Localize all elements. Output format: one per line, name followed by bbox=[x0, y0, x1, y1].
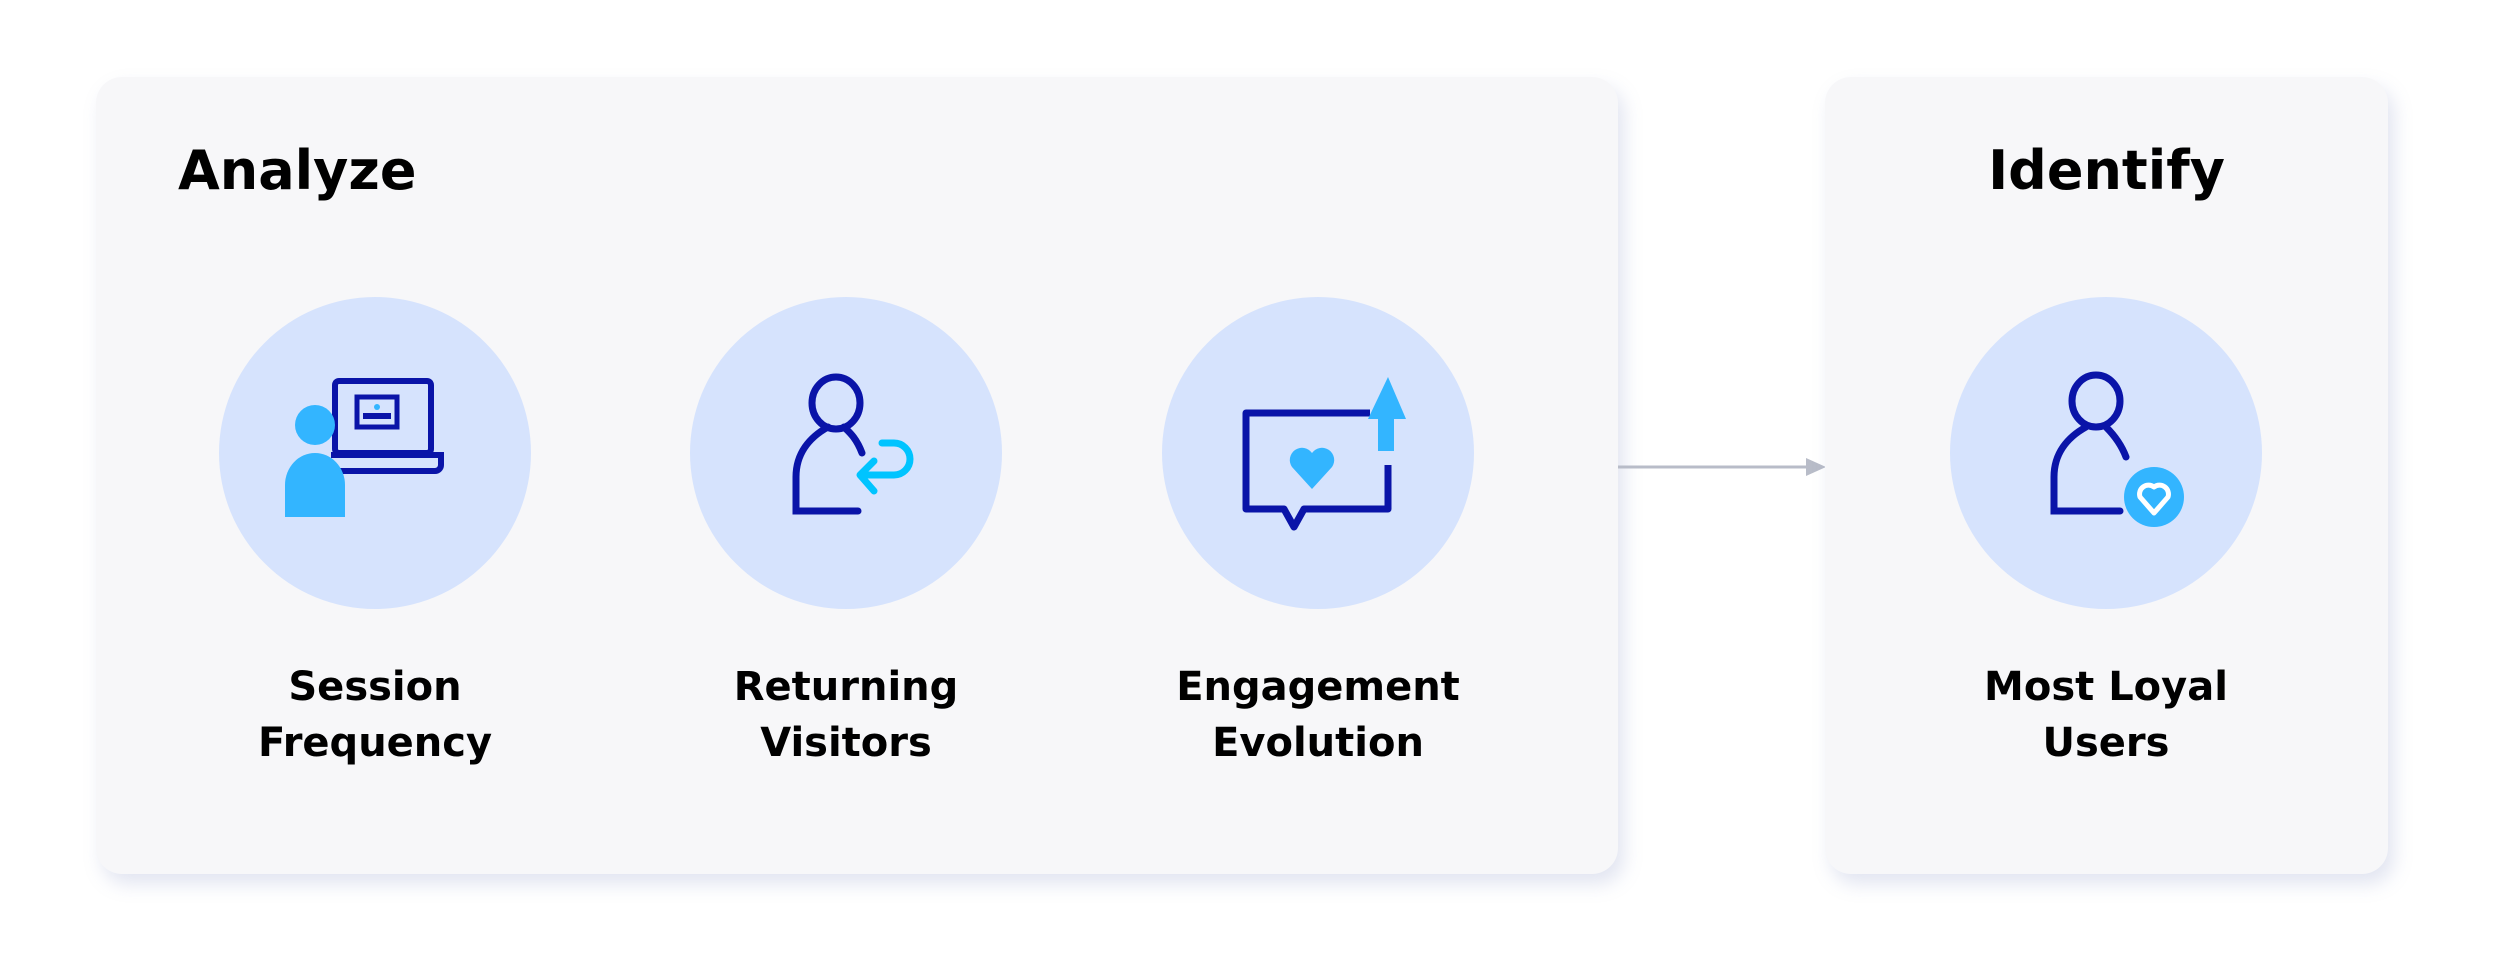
identify-title: Identify bbox=[1988, 139, 2225, 202]
icon-circle bbox=[1162, 297, 1474, 609]
person-return-icon bbox=[792, 373, 914, 515]
person-laptop-icon bbox=[285, 378, 444, 517]
person-heart-icon bbox=[2050, 371, 2184, 527]
chat-heart-up-icon bbox=[1242, 377, 1406, 531]
icon-circle bbox=[690, 297, 1002, 609]
analyze-title: Analyze bbox=[178, 139, 417, 202]
icon-circle bbox=[1950, 297, 2262, 609]
icon-circle bbox=[219, 297, 531, 609]
flow-arrow bbox=[1618, 458, 1826, 476]
